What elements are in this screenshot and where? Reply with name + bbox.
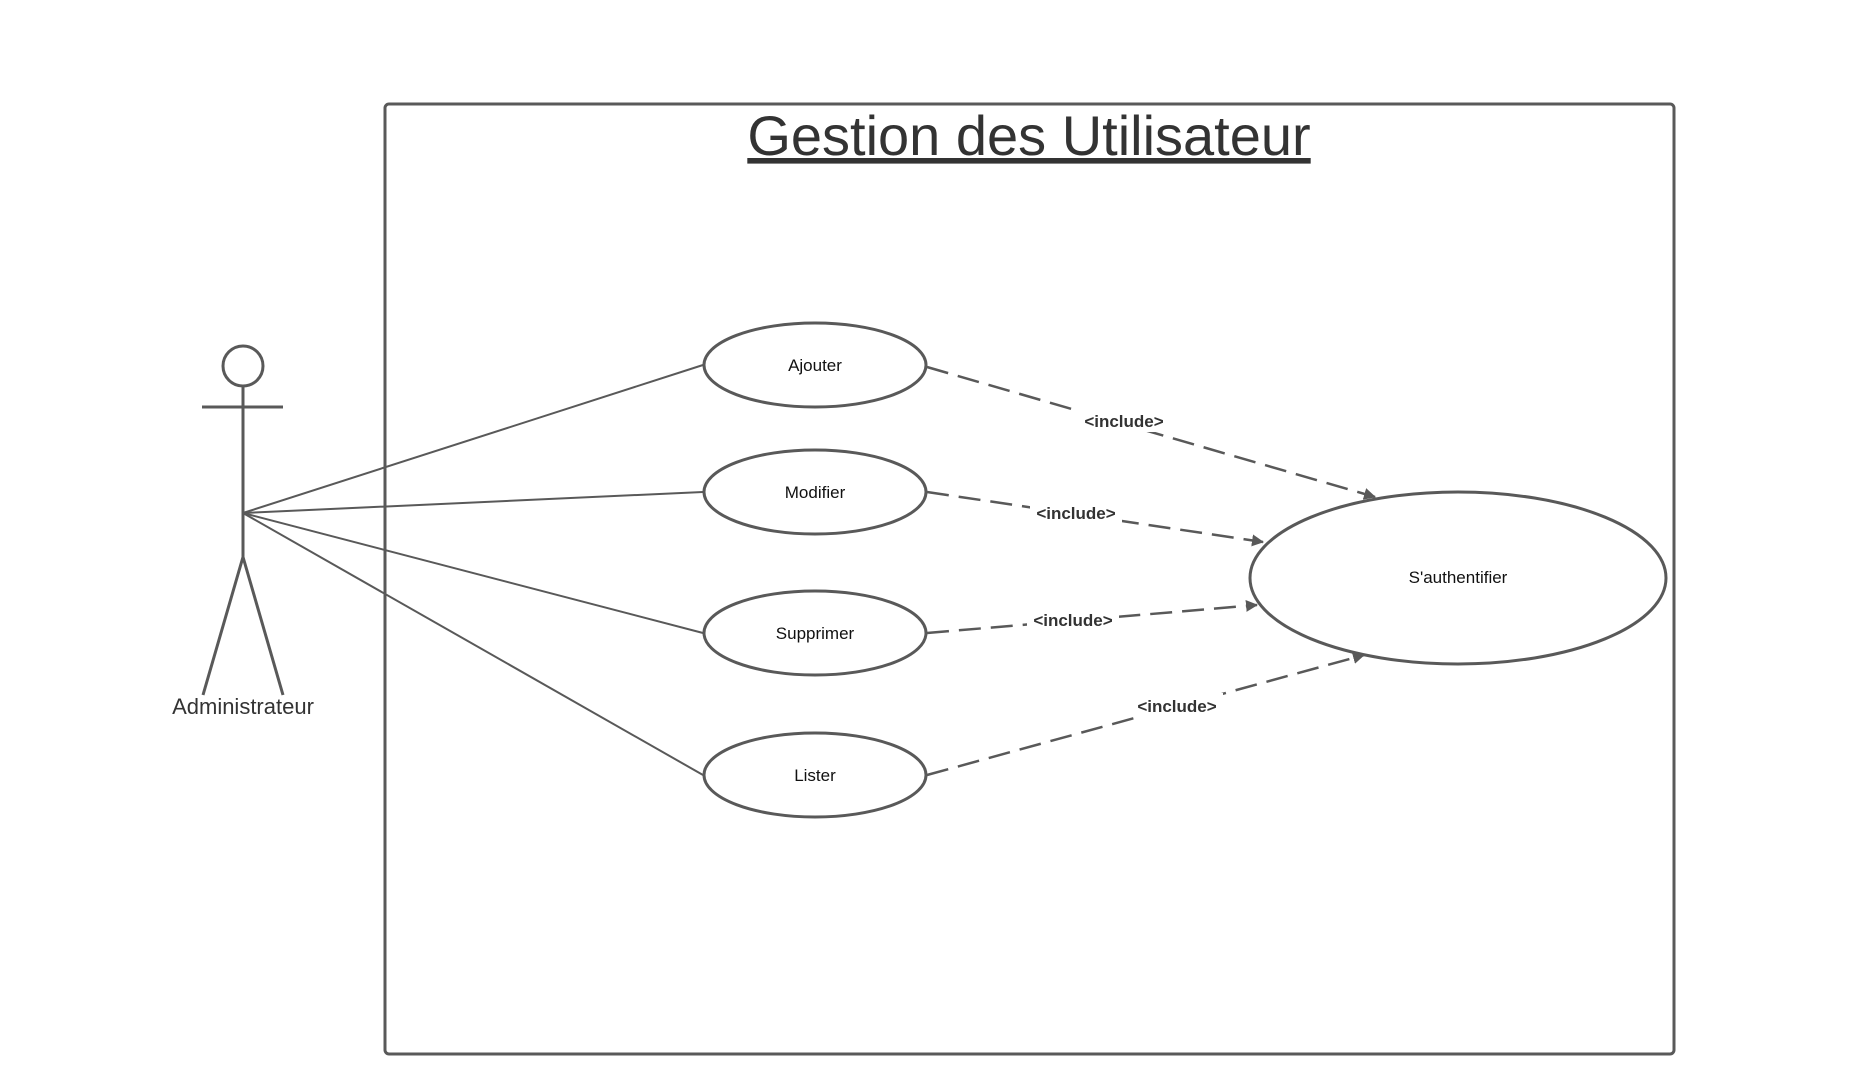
actor-administrateur[interactable]: Administrateur	[172, 344, 314, 719]
use-case-supprimer-label: Supprimer	[776, 624, 855, 643]
use-case-ajouter[interactable]: Ajouter	[702, 321, 928, 409]
association-ajouter	[242, 364, 704, 514]
association-modifier	[242, 491, 704, 514]
system-boundary	[383, 102, 1676, 1056]
include-labels: <include> <include> <include> <include>	[1027, 408, 1223, 717]
use-case-modifier[interactable]: Modifier	[702, 448, 928, 536]
use-case-ajouter-label: Ajouter	[788, 356, 842, 375]
include-label-lister: <include>	[1137, 697, 1216, 716]
actor-right-leg	[241, 556, 285, 696]
include-label-ajouter: <include>	[1084, 412, 1163, 431]
actor-head	[221, 344, 265, 388]
use-case-supprimer[interactable]: Supprimer	[702, 589, 928, 677]
system-title: Gestion des Utilisateur	[747, 104, 1310, 167]
include-label-modifier: <include>	[1036, 504, 1115, 523]
use-case-modifier-label: Modifier	[785, 483, 846, 502]
use-case-authentifier-label: S'authentifier	[1409, 568, 1508, 587]
include-label-supprimer: <include>	[1033, 611, 1112, 630]
actor-left-leg	[201, 556, 245, 696]
association-lister	[242, 512, 704, 776]
use-case-lister[interactable]: Lister	[702, 731, 928, 819]
use-case-authentifier[interactable]: S'authentifier	[1248, 490, 1668, 666]
use-case-lister-label: Lister	[794, 766, 836, 785]
associations	[242, 364, 704, 776]
actor-name: Administrateur	[172, 694, 314, 719]
association-supprimer	[242, 512, 704, 634]
